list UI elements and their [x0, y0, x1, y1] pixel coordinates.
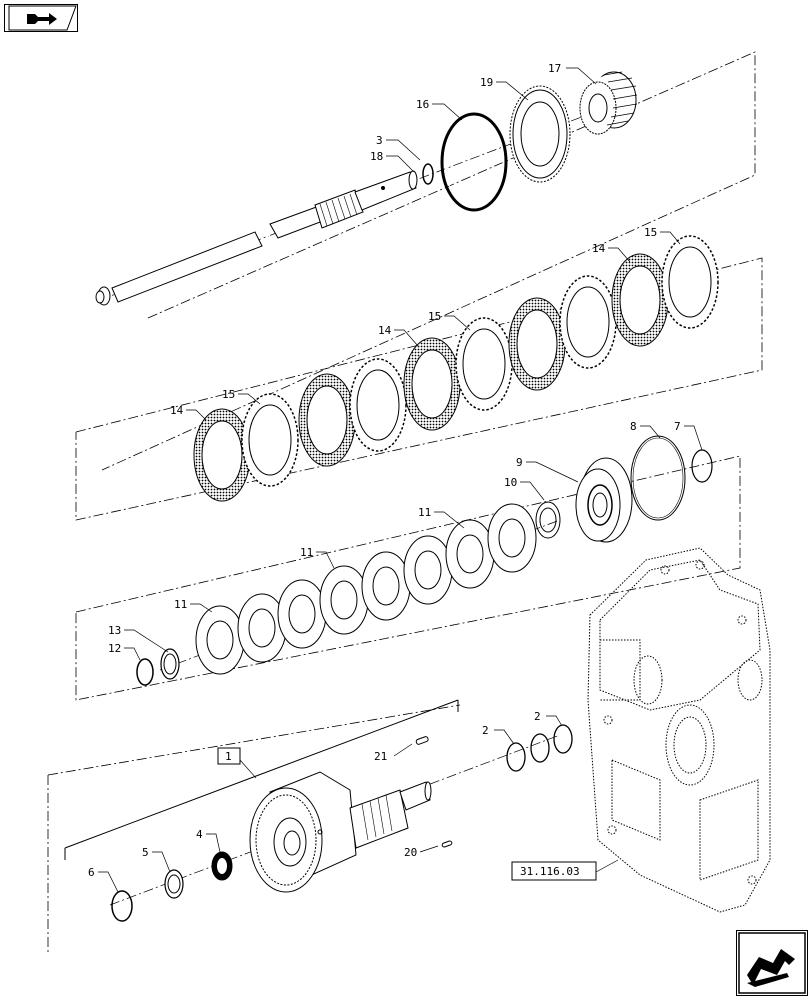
callout-15: 15: [428, 310, 441, 323]
friction-disc-14: [403, 337, 461, 431]
steel-plate-15: [455, 317, 513, 411]
steel-plate-15: [241, 393, 299, 487]
part-12-circlip: [136, 658, 154, 686]
callout-15: 15: [644, 226, 657, 239]
part-17-gear: [579, 71, 638, 135]
callout-11: 11: [300, 546, 313, 559]
callout-20: 20: [404, 846, 417, 859]
back-page-icon: [8, 5, 77, 31]
callout-7: 7: [674, 420, 681, 433]
steel-plate-15: [661, 235, 719, 329]
callout-13: 13: [108, 624, 121, 637]
next-page-icon: [738, 932, 806, 994]
callout-19: 19: [480, 76, 493, 89]
friction-disc-14: [508, 297, 566, 391]
part-7-seal: [691, 449, 713, 483]
callout-21: 21: [374, 750, 387, 763]
part-3-circlip: [422, 163, 434, 185]
callout-4: 4: [196, 828, 203, 841]
friction-disc-14: [298, 373, 356, 467]
callout-14: 14: [170, 404, 184, 417]
output-hub-group: [64, 699, 573, 922]
callout-5: 5: [142, 846, 149, 859]
callout-18: 18: [370, 150, 383, 163]
clutch-pack: [193, 235, 719, 502]
shaft-main: [111, 231, 263, 303]
washer-stack-11: [136, 503, 561, 686]
part-1-drum-hub: [249, 771, 432, 893]
callout-12: 12: [108, 642, 121, 655]
callout-2: 2: [534, 710, 541, 723]
callout-11: 11: [174, 598, 187, 611]
callout-9: 9: [516, 456, 523, 469]
callout-10: 10: [504, 476, 517, 489]
boundary-housing-top: [47, 704, 461, 776]
callout-labels: 17 19 16 3 18 15 14 15 14 15 14 8 7 9 10…: [88, 62, 681, 879]
input-shaft-assembly: [95, 71, 638, 306]
steel-plate-15: [559, 275, 617, 369]
back-button[interactable]: [4, 4, 78, 32]
steel-plate-15: [349, 358, 407, 452]
part-19-plate: [509, 85, 571, 183]
callout-6: 6: [88, 866, 95, 879]
callout-11: 11: [418, 506, 431, 519]
friction-disc-14: [611, 253, 669, 347]
part-2-ring: [506, 742, 526, 772]
part-8-seal: [630, 435, 686, 521]
callout-1: 1: [225, 750, 232, 763]
next-button[interactable]: [736, 930, 808, 996]
callout-16: 16: [416, 98, 429, 111]
shaft-spline: [314, 189, 364, 229]
callout-2: 2: [482, 724, 489, 737]
reference-link[interactable]: 31.116.03: [511, 861, 597, 881]
transmission-housing: [587, 547, 771, 913]
callout-15: 15: [222, 388, 235, 401]
leader-lines: [98, 67, 703, 893]
friction-disc-14: [193, 408, 251, 502]
part-6-circlip: [111, 890, 133, 922]
callout-14: 14: [592, 242, 606, 255]
part-9-piston: [575, 457, 633, 543]
reference-label: 31.116.03: [520, 865, 580, 878]
callout-17: 17: [548, 62, 561, 75]
part-16-snap-ring: [440, 112, 508, 212]
callout-3: 3: [376, 134, 383, 147]
piston-group: [535, 435, 713, 543]
callout-14: 14: [378, 324, 392, 337]
part-2-ring: [530, 733, 550, 763]
part-21-pin: [415, 736, 429, 745]
callout-8: 8: [630, 420, 637, 433]
boundary-shaft-group: [101, 51, 756, 471]
part-20-pin: [441, 840, 453, 848]
callout-1-box: [217, 747, 241, 765]
part-2-ring: [553, 724, 573, 754]
